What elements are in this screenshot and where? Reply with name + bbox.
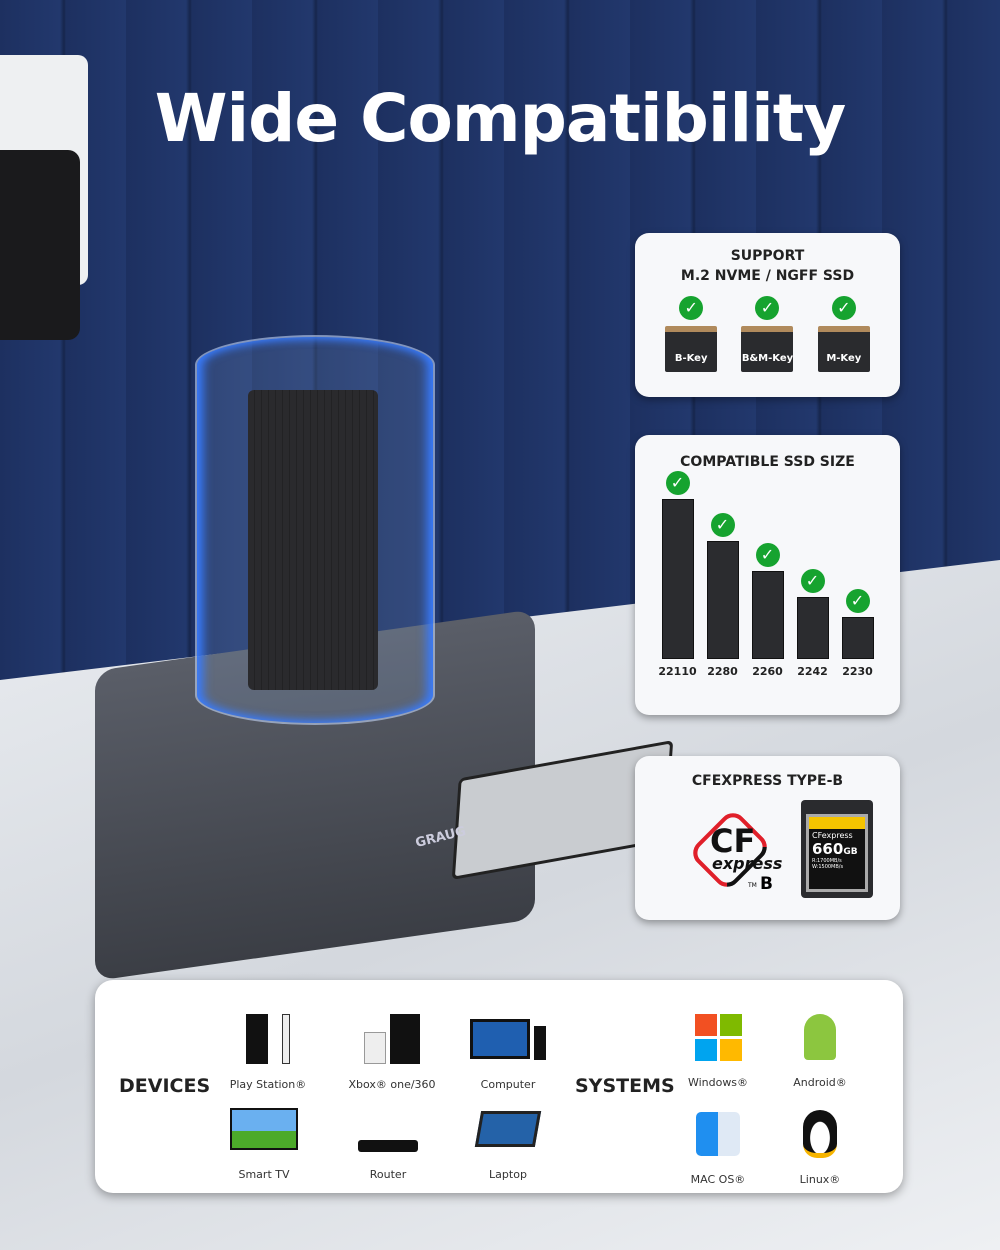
size-label: 2260 xyxy=(752,665,783,678)
devices-label: DEVICES xyxy=(119,1075,211,1097)
check-icon: ✓ xyxy=(831,296,856,320)
ssd-stick xyxy=(661,499,694,659)
size-label: 22110 xyxy=(658,665,697,678)
cfexpress-card-image: CFexpress 660GB R:1700MB/s W:1500MB/s xyxy=(801,800,873,898)
ssd-stick xyxy=(796,597,829,659)
system-android: Android® xyxy=(765,1008,875,1089)
key-bm: ✓ B&M-Key xyxy=(741,296,794,372)
device-laptop: Laptop xyxy=(453,1100,563,1181)
systems-label: SYSTEMS xyxy=(575,1075,675,1097)
laptop-icon xyxy=(453,1100,563,1158)
size-2280: ✓ 2280 xyxy=(706,513,740,678)
key-label: B&M-Key xyxy=(741,326,794,372)
device-computer: Computer xyxy=(453,1010,563,1091)
size-label: 2230 xyxy=(842,665,873,678)
size-2230: ✓ 2230 xyxy=(841,589,875,678)
support-title-2: M.2 NVME / NGFF SSD xyxy=(680,268,855,284)
check-icon: ✓ xyxy=(755,543,780,567)
key-b: ✓ B-Key xyxy=(665,296,718,372)
check-icon: ✓ xyxy=(755,296,780,320)
size-2260: ✓ 2260 xyxy=(751,543,785,678)
size-2242: ✓ 2242 xyxy=(796,569,830,678)
tv-icon xyxy=(209,1100,319,1158)
device-smart-tv: Smart TV xyxy=(209,1100,319,1181)
headline: Wide Compatibility xyxy=(154,80,847,157)
android-icon xyxy=(765,1008,875,1066)
key-m: ✓ M-Key xyxy=(817,296,870,372)
check-icon: ✓ xyxy=(800,569,825,593)
check-icon: ✓ xyxy=(845,589,870,613)
power-adapter xyxy=(0,150,80,340)
ssd-size-card: COMPATIBLE SSD SIZE ✓ 22110 ✓ 2280 ✓ 2260 ✓… xyxy=(635,435,900,715)
ssd-stick xyxy=(841,617,874,659)
ssd-enclosure xyxy=(248,390,378,690)
system-windows: Windows® xyxy=(663,1008,773,1089)
cf-title: CFEXPRESS TYPE-B xyxy=(691,773,844,789)
size-title: COMPATIBLE SSD SIZE xyxy=(680,454,855,470)
ssd-stick xyxy=(751,571,784,659)
check-icon: ✓ xyxy=(679,296,704,320)
windows-icon xyxy=(663,1008,773,1066)
check-icon: ✓ xyxy=(665,471,690,495)
cfexpress-card: CFEXPRESS TYPE-B CF express TM B CFexpre… xyxy=(635,756,900,920)
cfexpress-logo: CF express TM B xyxy=(687,804,782,896)
support-card: SUPPORT M.2 NVME / NGFF SSD ✓ B-Key ✓ B&M-… xyxy=(635,233,900,397)
check-icon: ✓ xyxy=(710,513,735,537)
device-xbox: Xbox® one/360 xyxy=(337,1010,447,1091)
support-title-1: SUPPORT xyxy=(730,248,805,264)
router-icon xyxy=(333,1100,443,1158)
size-label: 2280 xyxy=(707,665,738,678)
device-router: Router xyxy=(333,1100,443,1181)
xbox-icon xyxy=(337,1010,447,1068)
computer-icon xyxy=(453,1010,563,1068)
compatibility-panel: DEVICES SYSTEMS Play Station® Xbox® one/… xyxy=(95,980,903,1193)
device-playstation: Play Station® xyxy=(213,1010,323,1091)
system-linux: Linux® xyxy=(765,1105,875,1186)
ssd-stick xyxy=(706,541,739,659)
size-22110: ✓ 22110 xyxy=(658,471,697,678)
finder-icon xyxy=(663,1105,773,1163)
key-label: B-Key xyxy=(665,326,718,372)
size-label: 2242 xyxy=(797,665,828,678)
tux-icon xyxy=(765,1105,875,1163)
key-label: M-Key xyxy=(817,326,870,372)
system-macos: MAC OS® xyxy=(663,1105,773,1186)
playstation-icon xyxy=(213,1010,323,1068)
